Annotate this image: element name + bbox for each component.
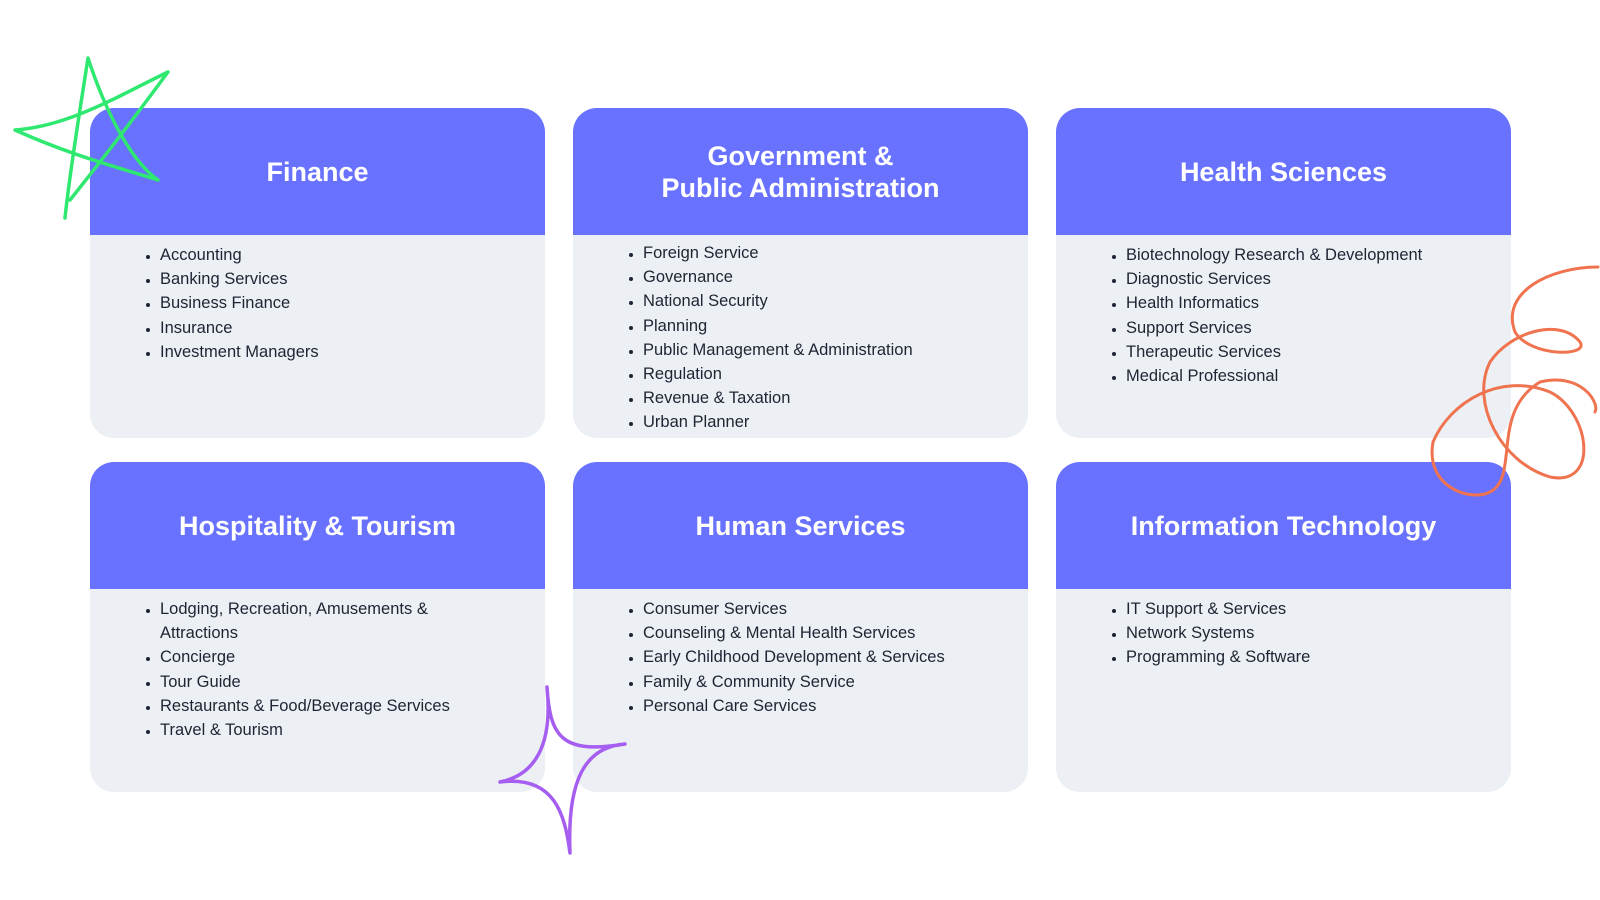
card-header: Health Sciences <box>1056 108 1511 235</box>
list-item: Public Management & Administration <box>643 338 988 362</box>
card-title: Human Services <box>695 510 906 541</box>
list-item: Therapeutic Services <box>1126 340 1471 364</box>
card-title: Information Technology <box>1130 510 1437 541</box>
card-header: Human Services <box>573 462 1028 589</box>
list-item: Planning <box>643 314 988 338</box>
list-item: Diagnostic Services <box>1126 267 1471 291</box>
list-item: Regulation <box>643 362 988 386</box>
item-list: IT Support & Services Network Systems Pr… <box>1108 597 1471 670</box>
card-information-technology: Information Technology IT Support & Serv… <box>1056 462 1511 792</box>
card-human-services: Human Services Consumer Services Counsel… <box>573 462 1028 792</box>
list-item: Programming & Software <box>1126 645 1471 669</box>
list-item: Restaurants & Food/Beverage Services <box>160 694 475 718</box>
list-item: Biotechnology Research & Development <box>1126 243 1471 267</box>
item-list: Accounting Banking Services Business Fin… <box>142 243 505 364</box>
list-item: IT Support & Services <box>1126 597 1471 621</box>
list-item: Foreign Service <box>643 241 988 265</box>
list-item: Concierge <box>160 645 475 669</box>
list-item: Consumer Services <box>643 597 1018 621</box>
list-item: Business Finance <box>160 291 505 315</box>
list-item: Early Childhood Development & Services <box>643 645 1018 669</box>
card-header: Government & Public Administration <box>573 108 1028 235</box>
list-item: National Security <box>643 289 988 313</box>
list-item: Urban Planner <box>643 410 988 434</box>
list-item: Lodging, Recreation, Amusements & Attrac… <box>160 597 475 645</box>
list-item: Investment Managers <box>160 340 505 364</box>
card-title: Finance <box>266 156 369 187</box>
card-body: Biotechnology Research & Development Dia… <box>1056 235 1511 388</box>
card-hospitality-tourism: Hospitality & Tourism Lodging, Recreatio… <box>90 462 545 792</box>
card-body: Accounting Banking Services Business Fin… <box>90 235 545 364</box>
item-list: Foreign Service Governance National Secu… <box>625 241 988 435</box>
list-item: Tour Guide <box>160 670 475 694</box>
item-list: Consumer Services Counseling & Mental He… <box>625 597 1018 718</box>
card-body: Consumer Services Counseling & Mental He… <box>573 589 1028 718</box>
list-item: Network Systems <box>1126 621 1471 645</box>
card-title: Hospitality & Tourism <box>178 510 457 541</box>
card-body: Foreign Service Governance National Secu… <box>573 235 1028 435</box>
card-government: Government & Public Administration Forei… <box>573 108 1028 438</box>
list-item: Banking Services <box>160 267 505 291</box>
list-item: Insurance <box>160 316 505 340</box>
list-item: Family & Community Service <box>643 670 1018 694</box>
card-header: Information Technology <box>1056 462 1511 589</box>
list-item: Personal Care Services <box>643 694 1018 718</box>
card-body: IT Support & Services Network Systems Pr… <box>1056 589 1511 670</box>
list-item: Support Services <box>1126 316 1471 340</box>
item-list: Lodging, Recreation, Amusements & Attrac… <box>142 597 475 742</box>
list-item: Travel & Tourism <box>160 718 475 742</box>
card-title: Health Sciences <box>1179 156 1388 187</box>
list-item: Accounting <box>160 243 505 267</box>
list-item: Medical Professional <box>1126 364 1471 388</box>
list-item: Health Informatics <box>1126 291 1471 315</box>
card-body: Lodging, Recreation, Amusements & Attrac… <box>90 589 545 742</box>
item-list: Biotechnology Research & Development Dia… <box>1108 243 1471 388</box>
list-item: Revenue & Taxation <box>643 386 988 410</box>
list-item: Governance <box>643 265 988 289</box>
card-title: Government & Public Administration <box>661 140 940 203</box>
card-header: Hospitality & Tourism <box>90 462 545 589</box>
card-finance: Finance Accounting Banking Services Busi… <box>90 108 545 438</box>
list-item: Counseling & Mental Health Services <box>643 621 1018 645</box>
card-header: Finance <box>90 108 545 235</box>
career-cluster-grid: Finance Accounting Banking Services Busi… <box>90 108 1511 792</box>
card-health-sciences: Health Sciences Biotechnology Research &… <box>1056 108 1511 438</box>
